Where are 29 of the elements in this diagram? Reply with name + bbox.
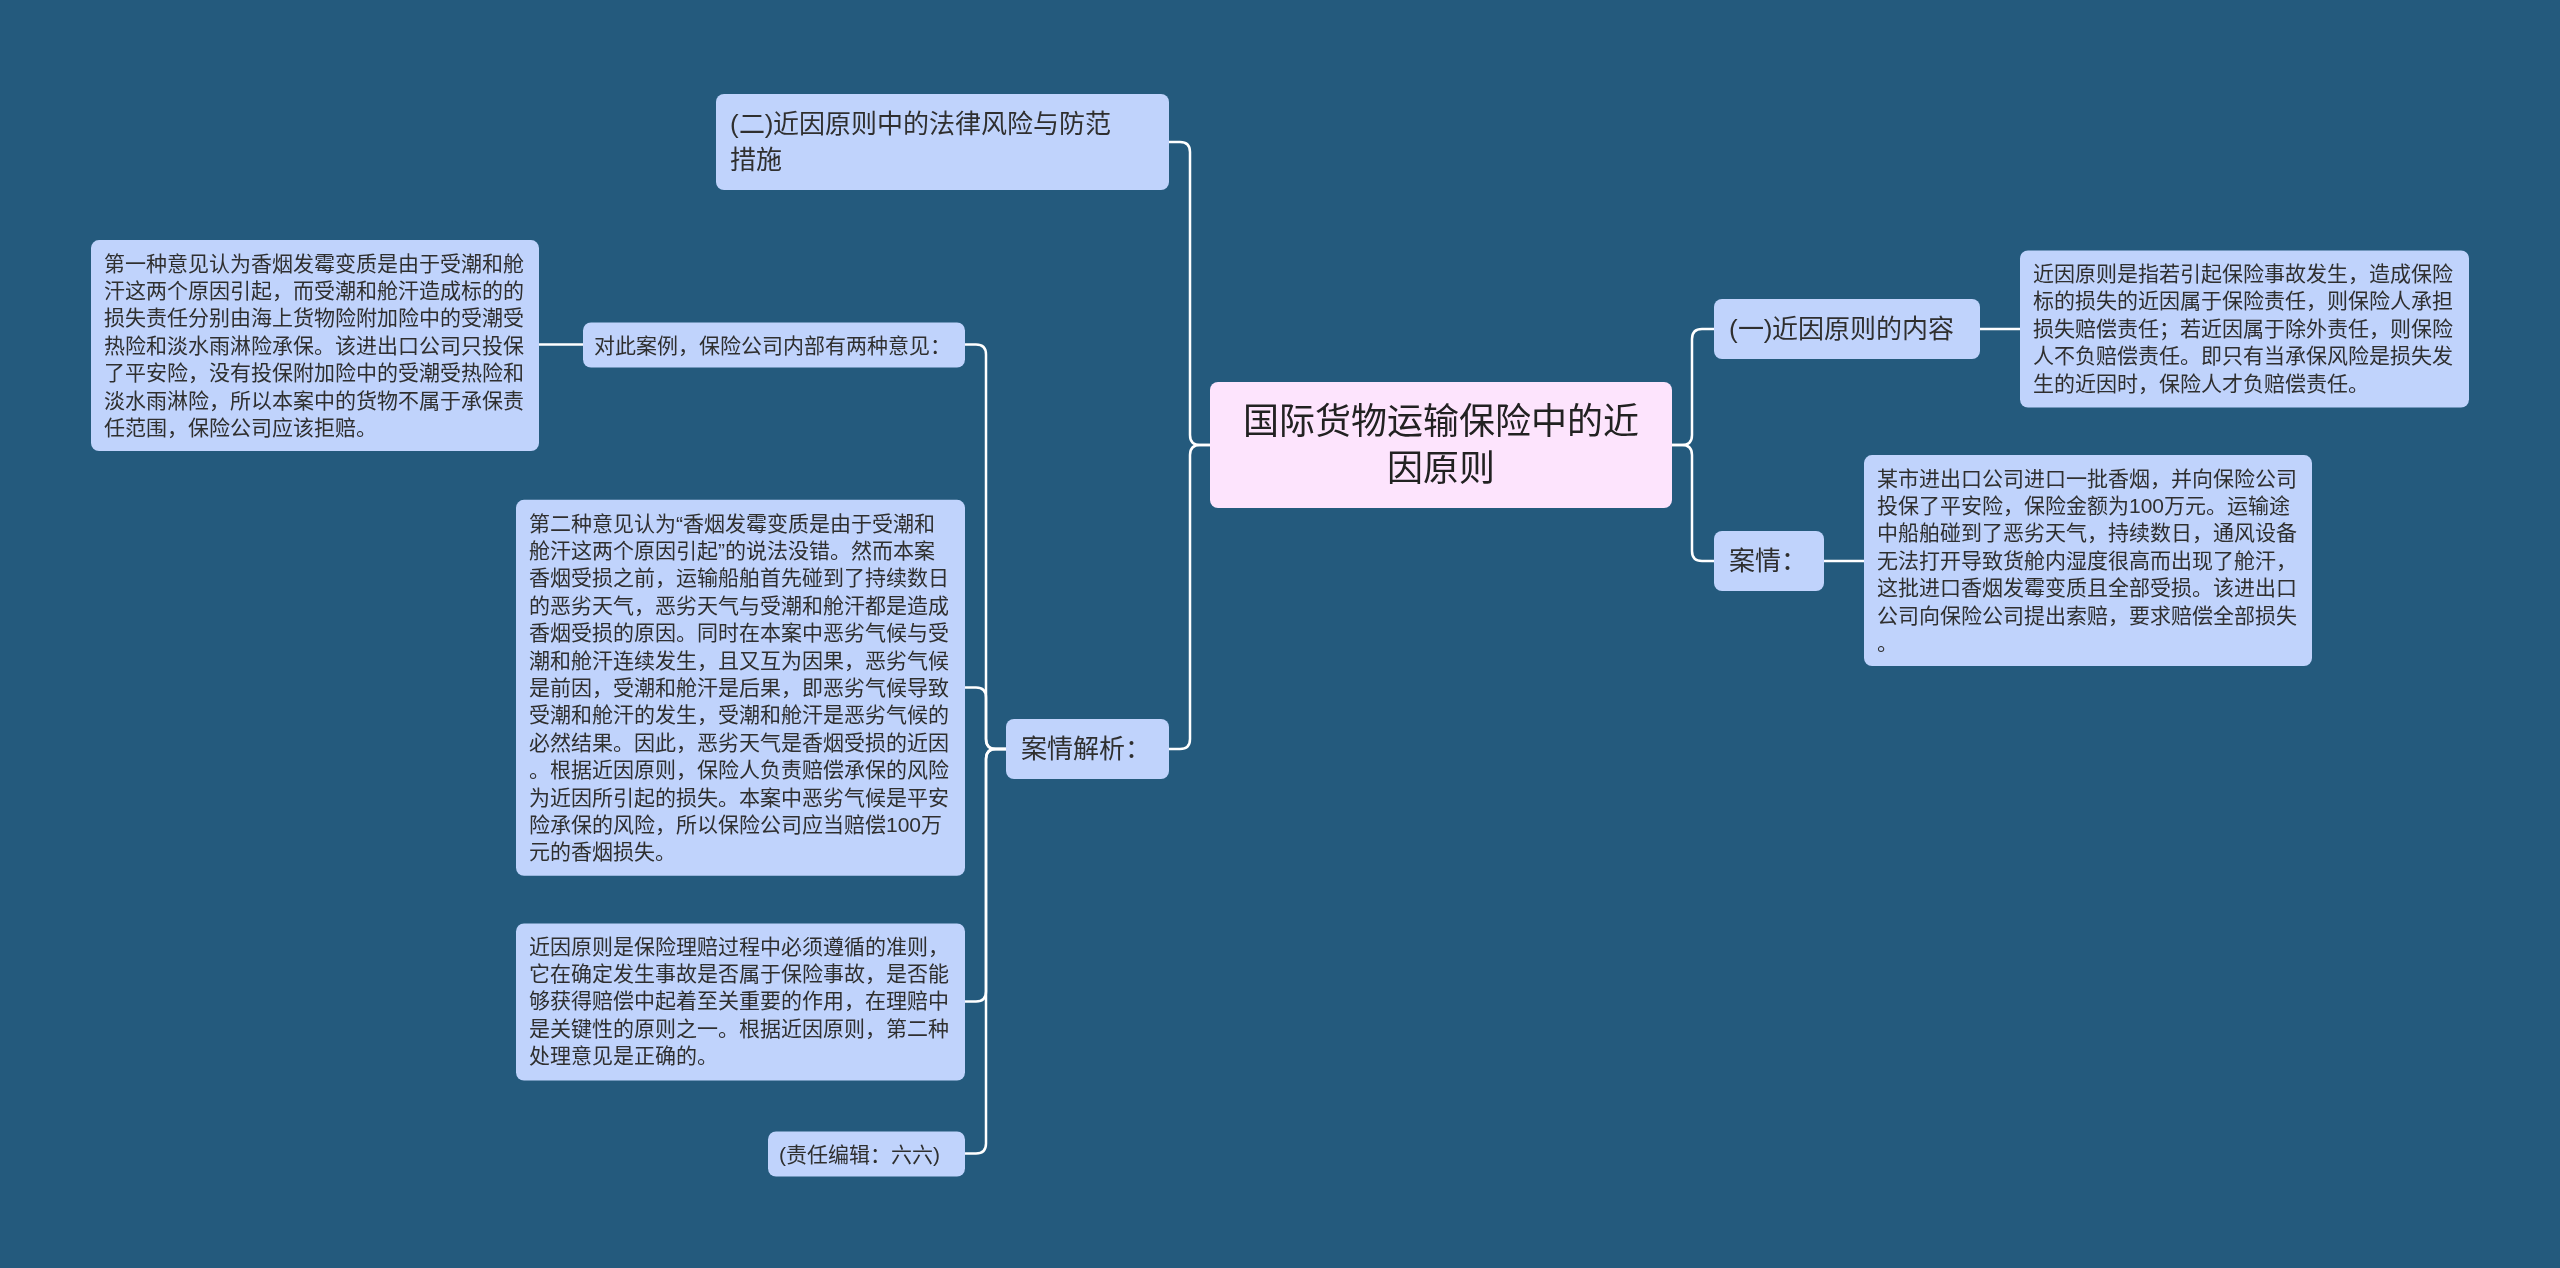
note-text: (责任编辑：六六) — [779, 1141, 941, 1167]
subtopic-text: 案情： — [1729, 545, 1808, 578]
connector-line — [537, 343, 585, 346]
subtopic-text: (二)近因原则中的法律风险与防范措施 — [730, 108, 1113, 177]
note-box — [516, 923, 965, 1080]
note-box — [2020, 250, 2469, 408]
connector-line — [963, 747, 1008, 1155]
connector-line — [1822, 559, 1866, 563]
note-text: 对此案例，保险公司内部有两种意见： — [594, 332, 952, 358]
note-text: 近因原则是保险理赔过程中必须遵循的准则，它在确定发生事故是否属于保险事故，是否能够获得赔偿中起着至关重要的作用，在理赔中是关键性的原则之一。根据近因原则，第二种处理意见是正确的。 — [529, 934, 950, 1070]
subtopic-box — [1714, 299, 1980, 359]
central-topic — [1210, 382, 1672, 508]
note-text: 近因原则是指若引起保险事故发生，造成保险标的损失的近因属于保险责任，则保险人承担损失赔偿责任；若近因属于除外责任，则保险人不负赔偿责任。即只有当承保风险是损失发生的近因时，保险人才负赔偿责任。 — [2033, 261, 2454, 398]
connector-line — [1167, 443, 1212, 751]
note-box — [91, 239, 539, 452]
central-topic-text: 国际货物运输保险中的近因原则 — [1242, 400, 1640, 491]
subtopic-box — [1714, 531, 1824, 591]
subtopic-text: (一)近因原则的内容 — [1729, 313, 1956, 346]
note-text: 某市进出口公司进口一批香烟，并向保险公司投保了平安险，保险金额为100万元。运输途中船舶碰到了恶劣天气，持续数日，通风设备无法打开导致货舱内湿度很高而出现了舱汗，这批进口香烟发霉变质且全部受损。该进出口公司向保险公司提出索赔，要求赔偿全部损失。 — [1877, 465, 2298, 656]
subtopic-box — [716, 94, 1169, 190]
note-text: 第二种意见认为“香烟发霉变质是由于受潮和舱汗这两个原因引起”的说法没错。然而本案香烟受损之前，运输船舶首先碰到了持续数日的恶劣天气，恶劣天气与受潮和舱汗都是造成香烟受损的原因。同时在本案中恶劣气候与受潮和舱汗连续发生，且又互为因果，恶劣气候是前因，受潮和舱汗是后果，即恶劣气候导致受潮和舱汗的发生，受潮和舱汗是恶劣气候的必然结果。因此，恶劣天气是香烟受损的近因。根据近因原则，保险人负责赔偿承保的风险为近因所引起的损失。本案中恶劣气候是平安险承保的风险，所以保险公司应当赔偿100万元的香烟损失。 — [529, 510, 950, 866]
note-box — [1864, 454, 2312, 667]
subtopic-text: 案情解析： — [1021, 733, 1152, 766]
connector-line — [1978, 327, 2022, 331]
subtopic-box — [1006, 719, 1169, 779]
connector-line — [1670, 443, 1716, 563]
note-text: 第一种意见认为香烟发霉变质是由于受潮和舱汗这两个原因引起，而受潮和舱汗造成标的的损失责任分别由海上货物险附加险中的受潮受热险和淡水雨淋险承保。该进出口公司只投保了平安险，没有投保附加险中的受潮受热险和淡水雨淋险，所以本案中的货物不属于承保责任范围，保险公司应该拒赔。 — [104, 250, 525, 441]
note-box — [768, 1131, 965, 1176]
note-box — [583, 322, 965, 367]
